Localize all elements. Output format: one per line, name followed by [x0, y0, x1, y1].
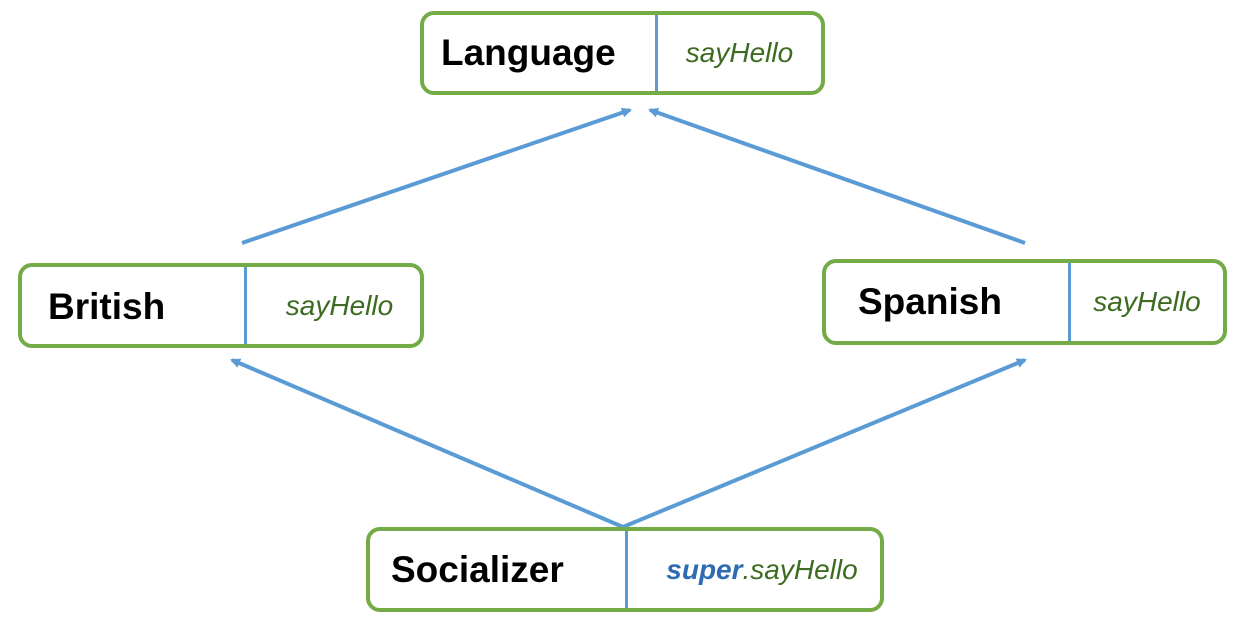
class-name-british: British — [22, 267, 247, 344]
class-box-british: British sayHello — [18, 263, 424, 348]
class-name-socializer: Socializer — [370, 531, 628, 608]
arrow-british-to-language — [241, 107, 632, 245]
method-british: sayHello — [285, 289, 394, 321]
class-box-spanish: Spanish sayHello — [822, 259, 1227, 345]
method-call: .sayHello — [742, 553, 858, 585]
arrow-socializer-to-spanish — [622, 358, 1027, 529]
method-socializer: super.sayHello — [628, 531, 880, 608]
super-keyword: super — [666, 553, 743, 585]
class-name-language: Language — [424, 15, 658, 91]
class-box-language: Language sayHello — [420, 11, 825, 95]
arrow-spanish-to-language — [648, 107, 1026, 245]
method-language: sayHello — [685, 37, 794, 68]
class-box-socializer: Socializer super.sayHello — [366, 527, 884, 612]
method-spanish: sayHello — [1093, 286, 1201, 317]
arrow-socializer-to-british — [230, 358, 624, 529]
class-name-spanish: Spanish — [826, 263, 1071, 341]
